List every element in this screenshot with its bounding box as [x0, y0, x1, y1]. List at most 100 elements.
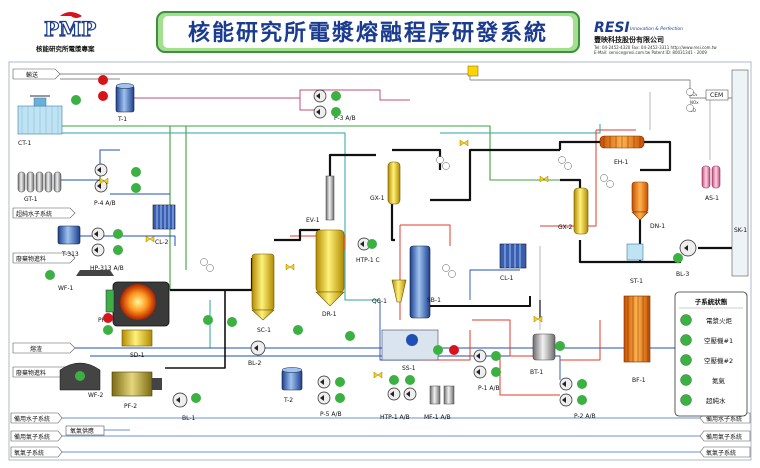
feeder-wf1[interactable]: WF-1 [45, 270, 74, 292]
tank-t313[interactable]: T-313 [57, 225, 81, 258]
svg-text:SB-1: SB-1 [427, 297, 441, 304]
feed-input-top[interactable]: 輸送 [12, 68, 61, 80]
pipe-blue-gt [60, 149, 120, 181]
pipe-process-eh-in [558, 140, 600, 150]
feed-waste-1[interactable]: 廢棄物進料 [12, 252, 76, 264]
pmp-logo: PMP 核能研究所電漿專案 [36, 12, 102, 53]
status-light-icon [555, 341, 565, 351]
stack-sk1[interactable]: SK-1 [731, 69, 749, 277]
svg-text:WF-1: WF-1 [58, 285, 74, 292]
status-light-icon [131, 183, 141, 193]
svg-text:P-4 A/B: P-4 A/B [94, 200, 116, 207]
pipe-process-dr-gx [328, 153, 376, 200]
pump-htp1c[interactable]: HTP-1 C [356, 237, 380, 264]
svg-text:GT-1: GT-1 [24, 196, 38, 203]
page-title: 核能研究所電漿熔融程序研發系統 [188, 20, 548, 46]
pipe-green-main [60, 125, 491, 150]
pump-p3[interactable]: P-3 A/B [313, 89, 356, 122]
pump-htp1[interactable]: HTP-1 A/B [380, 387, 417, 421]
svg-text:NOx: NOx [690, 100, 699, 105]
tank-bt1[interactable]: BT-1 [530, 333, 556, 376]
feeder-wf2[interactable]: WF-2 [59, 362, 104, 399]
pipe-blue-hp [80, 235, 176, 246]
analyzer-as1[interactable]: AS-1 [701, 165, 721, 202]
status-item-compressor-2[interactable]: 空壓機#2 [680, 354, 734, 366]
pipe-red-p1 [472, 319, 540, 357]
separator-ss1[interactable]: SS-1 [381, 329, 439, 372]
util-left-3[interactable]: 氧氣子系統 [10, 446, 63, 458]
status-item-plasma-torch[interactable]: 電漿火炬 [680, 314, 733, 326]
svg-text:P-5 A/B: P-5 A/B [320, 411, 342, 418]
util-left-2[interactable]: 備用氣子系統 [10, 430, 63, 442]
tank-t2[interactable]: T-2 [281, 367, 303, 405]
pipe-process-sc-dr [274, 228, 320, 242]
svg-text:P-2 A/B: P-2 A/B [574, 413, 596, 420]
status-light-icon [577, 379, 587, 389]
subsystem-status-panel: 子系統狀態 電漿火炬 空壓機#1 空壓機#2 氮氣 超純水 [674, 291, 748, 417]
feed-slag[interactable]: 熔渣 [12, 342, 76, 354]
pipe-blue-low [90, 355, 561, 380]
oxygen-supply[interactable]: 氧氣供應 [65, 425, 105, 436]
util-right-3[interactable]: 氧氣子系統 [699, 446, 751, 458]
cooler-cl2[interactable]: CL-2 [152, 204, 176, 246]
warning-marker-icon [467, 65, 479, 77]
company-email: E-Mail: service@resi.com.tw Patent ID: 8… [594, 50, 707, 55]
status-light-icon [131, 167, 141, 177]
pipe-pink-branch [299, 90, 320, 111]
scrubber-sb1[interactable]: SB-1 [409, 245, 441, 319]
status-light-icon [113, 245, 123, 255]
bag-filter-bf1[interactable]: BF-1 [623, 295, 651, 384]
svg-text:EH-1: EH-1 [614, 159, 628, 166]
denitrifier-dn1[interactable]: DN-1 [631, 181, 665, 230]
alarm-light-icon [98, 91, 108, 101]
slag-drum-sd1[interactable]: SD-1 [121, 329, 153, 359]
pump-p5[interactable]: P-5 A/B [317, 375, 342, 418]
util-right-2[interactable]: 備用氣子系統 [699, 430, 751, 442]
dryer-dr1[interactable]: DR-1 [315, 229, 345, 318]
heat-exchanger-gx1[interactable]: GX-1 [370, 161, 401, 205]
evaporator-ev1[interactable]: EV-1 [306, 175, 335, 224]
pipe-process-eh-dn [640, 140, 672, 172]
blower-bl3[interactable]: BL-3 [676, 239, 697, 278]
svg-text:超純水: 超純水 [706, 396, 726, 405]
status-item-ultrapure-water[interactable]: 超純水 [680, 394, 727, 406]
status-light-icon [367, 239, 377, 249]
cooler-cl1[interactable]: CL-1 [499, 243, 527, 282]
status-light-icon [113, 229, 123, 239]
alarm-light-icon [98, 75, 108, 85]
svg-text:氮氣: 氮氣 [712, 376, 726, 385]
gas-cylinders-gt1[interactable]: GT-1 [17, 171, 62, 203]
util-left-1[interactable]: 備用水子系統 [10, 412, 63, 424]
feed-ultrapure-water[interactable]: 超純水子系統 [12, 207, 76, 219]
pipe-grey-top [60, 73, 471, 80]
tank-t1[interactable]: T-1 [115, 83, 135, 124]
status-light-icon [191, 393, 201, 403]
svg-text:BF-1: BF-1 [632, 377, 646, 384]
blower-bl1[interactable]: BL-1 [172, 392, 196, 422]
quencher-qc1[interactable]: QC-1 [372, 279, 407, 305]
svg-text:QC-1: QC-1 [372, 298, 387, 305]
cooling-tower-ct1[interactable]: CT-1 [17, 95, 63, 147]
furnace-pf2[interactable]: PF-2 [111, 371, 162, 410]
status-light-icon [389, 375, 399, 385]
pipe-red-htp [290, 235, 346, 250]
status-item-nitrogen[interactable]: 氮氣 [680, 374, 726, 386]
pump-p1[interactable]: P-1 A/B [473, 349, 500, 392]
pump-p2[interactable]: P-2 A/B [559, 377, 596, 420]
svg-text:CL-2: CL-2 [155, 239, 169, 246]
scrubber-sc1[interactable]: SC-1 [251, 253, 275, 334]
heat-exchanger-gx2[interactable]: GX-2 [558, 187, 589, 235]
pump-p4[interactable]: P-4 A/B [94, 163, 116, 207]
heater-eh1[interactable]: EH-1 [599, 135, 645, 166]
pump-hp313[interactable]: HP-313 A/B [90, 227, 124, 272]
stack-st1[interactable]: ST-1 [626, 243, 644, 285]
plasma-furnace-pf1[interactable]: PF-1 [98, 281, 170, 327]
emission-monitor-cem[interactable]: CEM SO₂ NOx CO [690, 89, 729, 113]
pipe-teal-drop [344, 144, 380, 301]
status-light-icon [680, 394, 692, 406]
status-item-compressor-1[interactable]: 空壓機#1 [680, 334, 734, 346]
blower-bl2[interactable]: BL-2 [248, 340, 266, 367]
svg-text:SO₂: SO₂ [690, 92, 698, 97]
status-light-icon [71, 95, 81, 105]
filter-mf1[interactable]: MF-1 A/B [424, 385, 455, 421]
